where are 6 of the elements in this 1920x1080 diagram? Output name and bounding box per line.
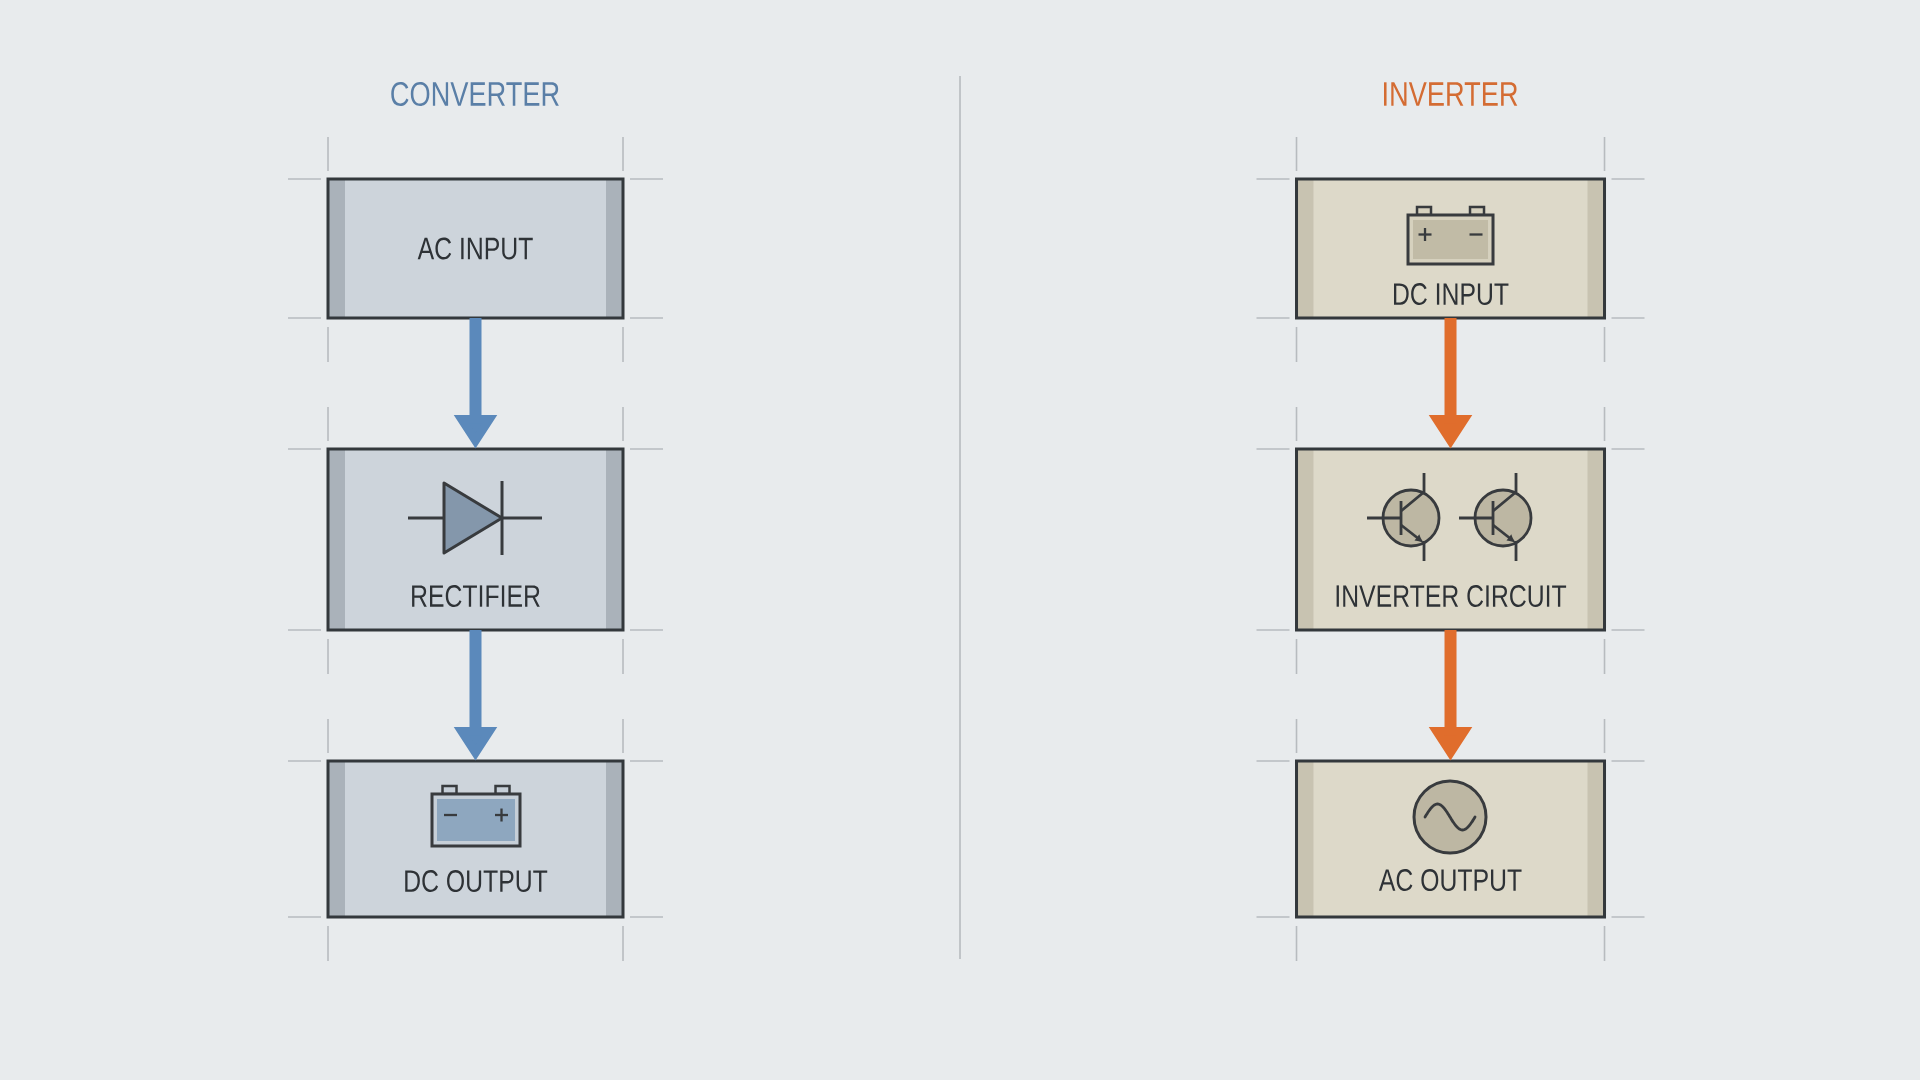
process-box: AC INPUT	[326, 177, 625, 320]
column-heading: CONVERTER	[391, 81, 559, 107]
column-heading: INVERTER	[1384, 82, 1518, 106]
process-box: AC OUTPUT	[1295, 759, 1606, 919]
process-box: INVERTER CIRCUIT	[1295, 447, 1606, 632]
process-box: RECTIFIER	[326, 447, 625, 632]
